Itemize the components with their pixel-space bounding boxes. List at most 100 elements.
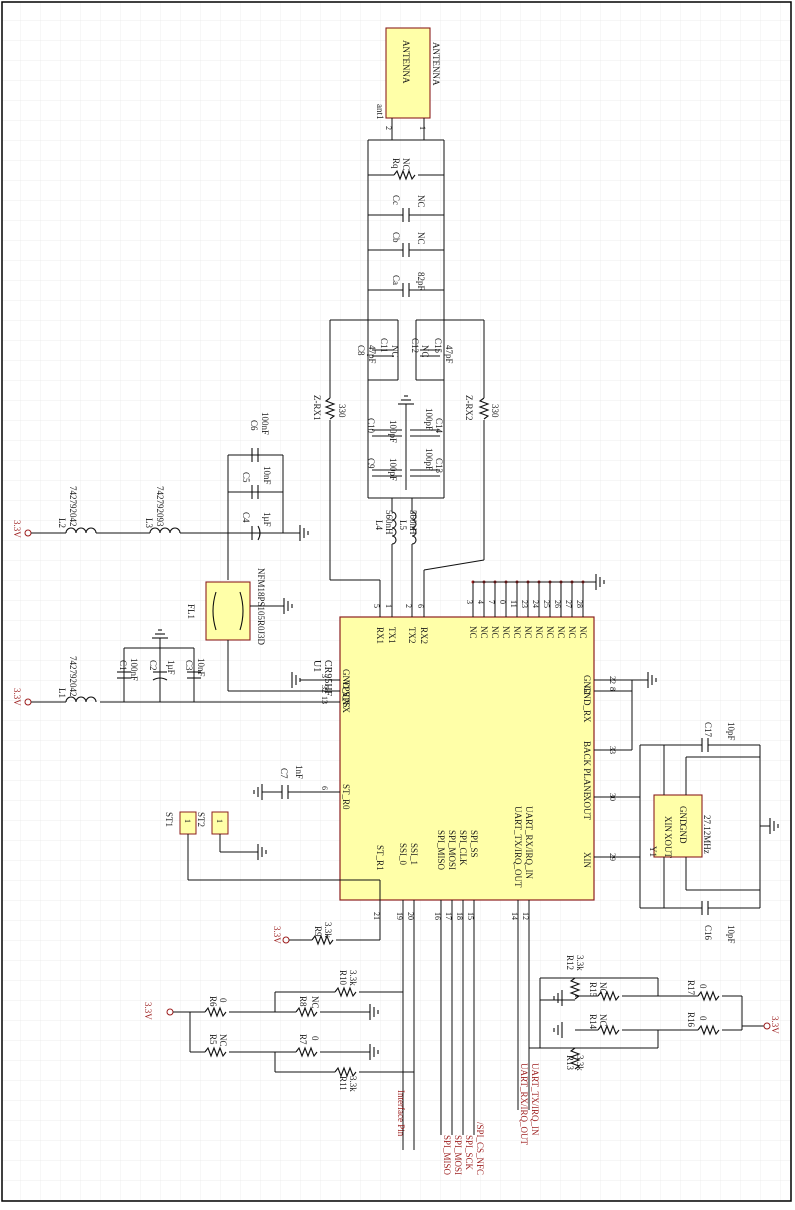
l5-ref: L5 <box>398 520 408 530</box>
nc-pin-label: NC <box>556 626 566 639</box>
resistor-r11: R11 3.3k <box>334 1066 414 1092</box>
r11-val: 3.3k <box>348 1076 358 1092</box>
testpoint-st1: 1 ST1 <box>164 811 381 900</box>
c2-ref: C2 <box>148 660 158 671</box>
nc-pin-num: 28 <box>575 600 584 608</box>
pin-num-str0: 6 <box>320 786 329 790</box>
pin-label-backplane: BACK PLANE <box>582 741 592 798</box>
resistor-r9: R9 3.3k <box>311 922 381 946</box>
inductor-l5: L5 560nH <box>398 510 418 596</box>
r6-val: 0 <box>218 998 228 1003</box>
pin-label-xout: XOUT <box>582 795 592 820</box>
svg-text:1: 1 <box>183 819 192 823</box>
capacitor-ca: Ca 82pF <box>368 272 444 297</box>
pin-label-tx1: TX1 <box>387 627 397 644</box>
pin-num-vpstx: 32 <box>320 685 329 693</box>
inductor-l4: L4 560nH <box>374 510 397 596</box>
nc-pin-num: 23 <box>520 600 529 608</box>
r7-val: 0 <box>310 1036 320 1041</box>
r13-ref: R13 <box>565 1055 575 1071</box>
ca-ref: Ca <box>391 275 401 285</box>
capacitor-c4: C4 1µF <box>241 512 272 541</box>
pin-label-rx2: RX2 <box>419 627 429 644</box>
ground-symbol-r12 <box>553 990 563 1006</box>
ground-symbol-c7 <box>253 784 263 800</box>
capacitor-c8-c11: C8 47pF C11 NC <box>356 338 400 381</box>
pin-num-xout: 30 <box>608 793 617 801</box>
r11-ref: R11 <box>338 1076 348 1091</box>
r5-ref: R5 <box>208 1034 218 1045</box>
ic-right-pins: 22 8 33 30 29 GND GND_RX BACK PLANE XOUT… <box>582 672 657 868</box>
c15-val: 47pF <box>444 345 454 364</box>
c3-ref: C3 <box>184 660 194 671</box>
ground-symbol-supply <box>299 525 309 541</box>
pin-label-str0: ST_R0 <box>341 784 351 810</box>
c10-ref: C10 <box>366 418 376 434</box>
ground-symbol-vps <box>152 629 168 639</box>
r8-ref: R8 <box>298 996 308 1007</box>
inductor-l3: L3 742792093 <box>144 486 181 534</box>
nc-pin-label: NC <box>501 626 511 639</box>
pin-num-str1: 21 <box>372 912 381 920</box>
rq-ref: Rq <box>391 158 401 169</box>
c12-val: NC <box>420 345 430 358</box>
pin-label-gndrx: GND_RX <box>582 686 592 723</box>
svg-text:1: 1 <box>215 819 224 823</box>
pin-label-gndtx: GND_TX <box>341 669 351 705</box>
antenna-label: ANTENNA <box>401 40 411 84</box>
r8-val: NC <box>310 996 320 1009</box>
xtal-val: 27.12MHz <box>702 815 712 854</box>
crystal-y1: XIN XOUT GND GND 27.12MHz Y1 <box>648 745 760 908</box>
c16-ref: C16 <box>703 925 713 941</box>
pin-label-vpstx: VPS_TX <box>341 680 351 714</box>
capacitor-c12-c15: C12 NC C15 47pF <box>410 338 454 381</box>
pin-label-mosi: SPI_MOSI <box>447 830 457 870</box>
c5-val: 10nF <box>262 466 272 485</box>
resistor-zrx2: Z-RX2 330 <box>423 320 500 596</box>
pin-num-ssi0: 19 <box>395 912 404 920</box>
power-3v3-label-1: 3.3V <box>12 520 22 538</box>
zrx1-val: 330 <box>337 404 347 418</box>
pin-num-ss: 15 <box>466 912 475 920</box>
pin-label-miso: SPI_MISO <box>436 830 446 871</box>
c13-val: 100pF <box>424 448 434 471</box>
capacitor-c17: C17 10pF <box>701 722 760 752</box>
ground-symbol-r13 <box>553 1022 563 1038</box>
net-uart-out: UART_RX/IRQ_OUT <box>519 1063 529 1145</box>
nc-pin-num: 26 <box>553 600 562 608</box>
pin-label-ssi0: SSI_0 <box>398 843 408 866</box>
c5-ref: C5 <box>241 472 251 483</box>
net-spi-sck: SPI_SCK <box>464 1135 474 1171</box>
pin-num-rx2: 6 <box>416 604 425 608</box>
r13-val: 3.3k <box>575 1055 585 1071</box>
r14-ref: R14 <box>588 1014 598 1030</box>
capacitor-c16: C16 10pF <box>701 901 760 944</box>
antenna-pin2: 2 <box>384 126 393 130</box>
r16-val: 0 <box>698 1016 708 1021</box>
resistor-r14: R14 NC <box>575 1014 658 1036</box>
antenna-pin1: 1 <box>418 126 427 130</box>
zrx1-ref: Z-RX1 <box>312 395 322 421</box>
r7-ref: R7 <box>298 1034 308 1045</box>
nc-pin-label: NC <box>523 626 533 639</box>
nc-pin-num: 11 <box>509 600 518 608</box>
ground-symbol-fl1 <box>283 598 293 614</box>
c17-ref: C17 <box>703 722 713 738</box>
r10-val: 3.3k <box>348 970 358 986</box>
nc-pin-label: NC <box>490 626 500 639</box>
nc-pin-num: 3 <box>465 600 474 604</box>
nc-pin-label: NC <box>534 626 544 639</box>
ground-symbol-caps <box>398 395 414 405</box>
resistor-r17: R17 0 <box>658 980 742 1002</box>
c8-ref: C8 <box>356 345 366 356</box>
ground-symbol-ic-right <box>647 672 657 688</box>
c16-val: 10pF <box>726 925 736 944</box>
net-uart-in: UART_TX/IRQ_IN <box>530 1063 540 1136</box>
resistor-r8: R8 NC <box>275 996 370 1018</box>
capacitor-c13: 100pF C13 <box>410 448 444 477</box>
capacitor-cb: Cb NC <box>368 232 444 257</box>
capacitor-cc: Cc NC <box>368 195 444 222</box>
fl1-val: NFM18PS105R0J3D <box>256 568 266 646</box>
